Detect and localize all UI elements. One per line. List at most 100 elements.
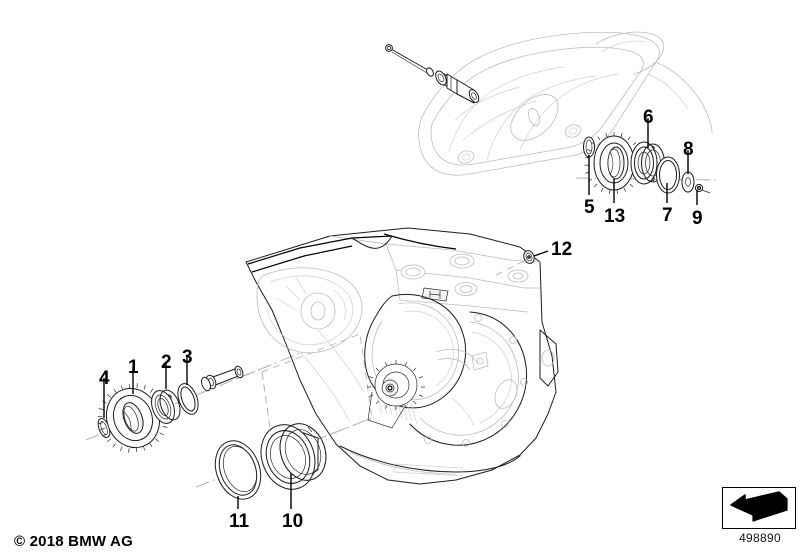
part-12-plug [493, 250, 535, 277]
top-boss-3 [454, 282, 478, 296]
orientation-box [722, 487, 796, 529]
right-mount-hole [541, 349, 555, 367]
case-rib-3 [451, 397, 475, 427]
part-1-gear [97, 383, 169, 453]
inner-bracket [471, 351, 489, 371]
sump-channel-1 [454, 86, 521, 121]
crankcase-top-deck [329, 235, 541, 263]
case-rib-1 [317, 329, 365, 393]
diagram-number: 498890 [739, 531, 781, 545]
sump-mount-eye-left-hole [461, 153, 471, 161]
leader-line-12 [533, 250, 549, 257]
valve-right-face [468, 89, 480, 103]
left-pivot-boss [300, 292, 336, 330]
crankcase-outline [245, 227, 557, 485]
bell-bolt-hole-4 [501, 420, 509, 428]
sump-boss-pad [510, 94, 559, 141]
crankcase-left-chamfer-2 [251, 245, 353, 273]
crankcase-upper-arc [351, 235, 393, 249]
part-7-spacer-ring [656, 156, 680, 194]
callout-label-9: 9 [692, 208, 703, 229]
callout-label-12: 12 [551, 239, 573, 260]
left-pivot-hole [310, 301, 326, 321]
sump-channel-2 [462, 100, 537, 141]
sump-back-wall-inner [600, 40, 646, 53]
bolt-head-inner [387, 46, 391, 50]
callout-label-4: 4 [99, 368, 110, 389]
shaft-bolt-lower [201, 365, 244, 392]
top-boss-2 [449, 253, 475, 269]
callout-label-11: 11 [229, 511, 250, 532]
left-cover-window-inner [266, 275, 354, 346]
inner-bracket-hole [476, 357, 484, 365]
sump-outer-shell [418, 31, 660, 176]
sump-mount-eye-right [564, 124, 582, 138]
lower-rail-pad [393, 463, 463, 477]
upper-gear-stack [583, 132, 711, 195]
sump-mount-eye-right-hole [568, 127, 578, 135]
callout-leader-lines [103, 118, 698, 509]
left-web-1 [275, 277, 307, 311]
bolt-shank [390, 48, 434, 74]
sump-boss-hole [528, 107, 540, 127]
part-9-screw [694, 183, 711, 194]
sump-tail-right-inner [647, 73, 689, 110]
front-bearing-pair [214, 423, 327, 500]
sump-rib-right [519, 73, 619, 151]
callout-label-5: 5 [584, 197, 595, 218]
lower-rail [339, 445, 521, 473]
top-boss-1 [400, 264, 426, 280]
mounting-plane-guide-2 [261, 371, 275, 457]
sump-rib-center [486, 75, 597, 161]
callout-label-6: 6 [643, 107, 654, 128]
callout-label-13: 13 [604, 206, 626, 227]
valve-right-bore [471, 92, 477, 100]
relief-valve-body [435, 70, 480, 104]
bent-arrow-icon [730, 491, 788, 522]
crankcase-top-deck-2 [385, 243, 540, 289]
crank-bore-inner-2 [403, 310, 454, 387]
bell-bolt-hole-3 [520, 378, 528, 386]
crankcase-left-chamfer [247, 235, 393, 265]
top-boss-4 [507, 269, 529, 283]
part-11-seal [214, 440, 262, 500]
sump-inner-rim [430, 46, 644, 166]
relief-valve-assembly [385, 44, 480, 104]
bell-bolt-hole-1 [474, 314, 482, 322]
oil-sump-pan-assembly [418, 31, 713, 176]
part-10-bearing [260, 423, 327, 490]
crank-bore-outer [364, 294, 467, 409]
sump-rib-left [448, 66, 565, 153]
bolt-collar [426, 67, 434, 77]
valve-body-left-face-inner [437, 73, 445, 83]
left-web-2 [333, 289, 346, 321]
bolt-shank-edge [391, 51, 433, 77]
callout-label-1: 1 [128, 357, 139, 378]
case-shelf [435, 348, 479, 365]
crankcase-top-arc-dark [383, 233, 457, 250]
case-shelf-2 [437, 358, 471, 371]
valve-collar [446, 73, 458, 95]
bell-bolt-hole-5 [462, 439, 470, 447]
bell-housing-arc-inner2 [471, 331, 512, 424]
callout-label-7: 7 [662, 205, 673, 226]
lower-rail-inner [349, 451, 457, 475]
part-8-washer [681, 171, 695, 193]
internal-gear-teeth [367, 360, 425, 410]
bell-bolt-hole-2 [509, 336, 517, 344]
bell-housing-arc-inner [419, 321, 520, 436]
crank-bore-inner [371, 302, 459, 401]
callout-label-10: 10 [282, 511, 304, 532]
top-boss-1-hole [405, 267, 421, 277]
part-5-washer [583, 136, 595, 158]
bell-housing-arc [409, 311, 528, 446]
top-boss-4-hole [512, 272, 524, 280]
lower-shaft-axis-ext [235, 352, 301, 380]
casting-mark-glyph [429, 291, 441, 299]
copyright-notice: © 2018 BMW AG [14, 533, 133, 550]
sump-mount-eye-left [457, 150, 475, 164]
part-3-spacer-ring [177, 383, 199, 415]
internal-drive-gear [367, 360, 425, 429]
right-mount-ear [539, 329, 559, 387]
